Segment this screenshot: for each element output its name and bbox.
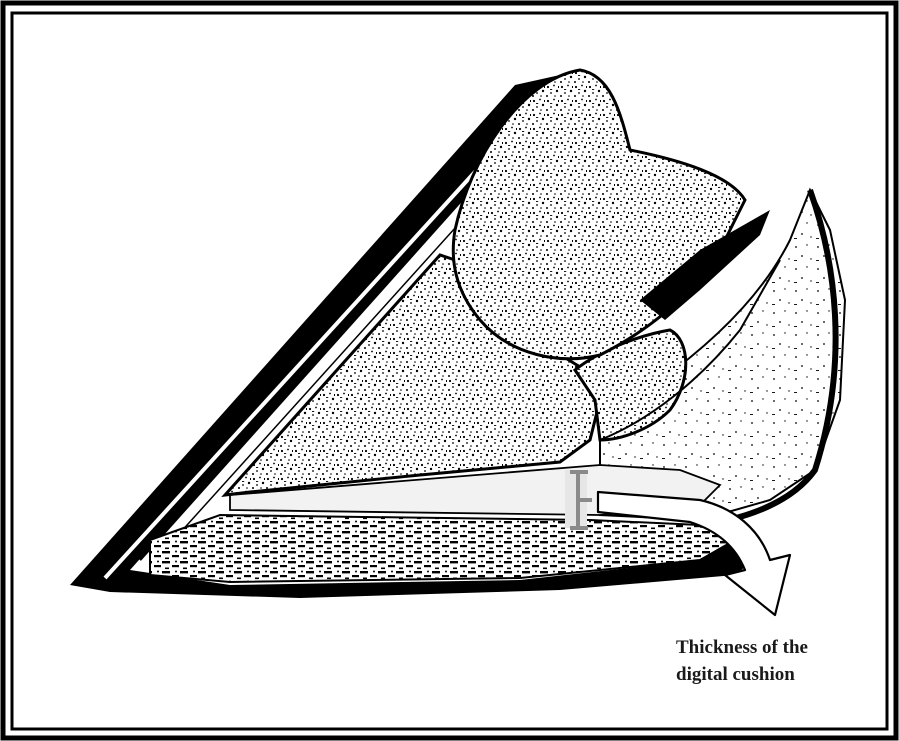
caption-line-1: Thickness of the [676, 634, 876, 661]
caption-label: Thickness of the digital cushion [676, 634, 876, 688]
caption-line-2: digital cushion [676, 661, 876, 688]
